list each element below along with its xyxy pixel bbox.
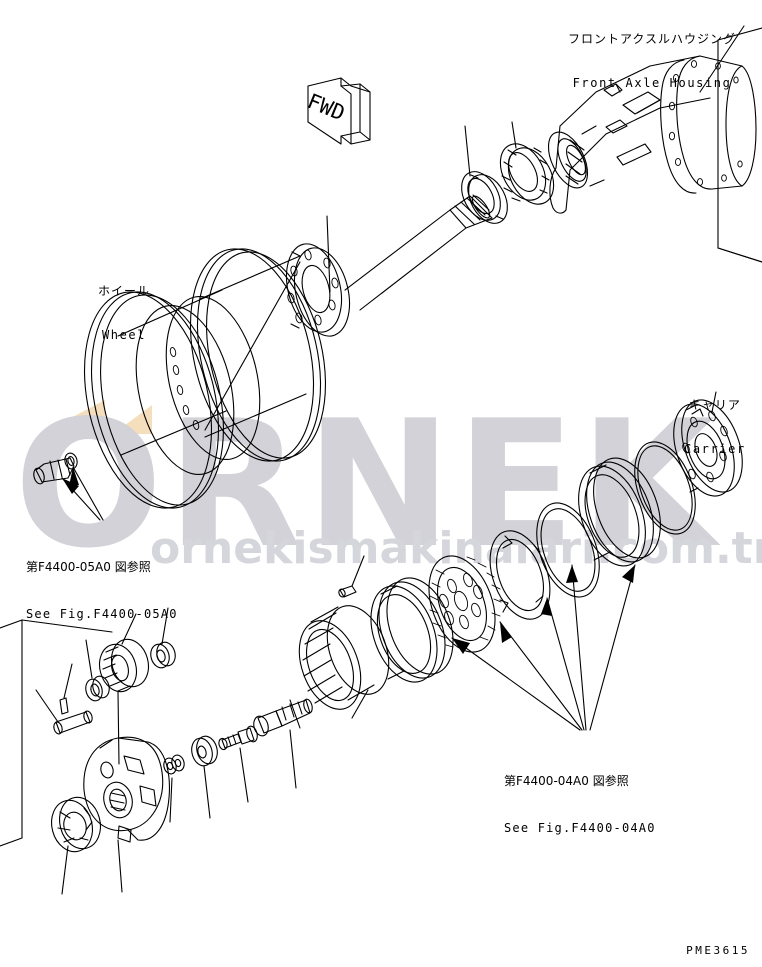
- hub-cover-part: [50, 796, 102, 853]
- leader-line-sun-gear: [121, 613, 137, 645]
- leader-arrows-ref-04a0: [451, 564, 636, 731]
- leader-line-bearing-cone: [464, 125, 471, 177]
- leader-line-small-pin: [63, 663, 73, 699]
- leader-line-flat-washer: [203, 765, 211, 819]
- reference-note-f4400-04a0-en: See Fig.F4400-04A0: [504, 820, 656, 835]
- carrier-part: [673, 399, 743, 497]
- page-code: PME3615: [686, 944, 750, 957]
- leader-arrows-ref-05a0: [61, 466, 104, 521]
- leader-line-axle-shaft: [326, 215, 331, 293]
- leader-line-dowel-pin: [351, 555, 365, 587]
- leader-line-planet-carrier: [117, 839, 123, 893]
- leader-line-housing: [699, 25, 745, 93]
- leader-line-hex-bolt: [239, 747, 249, 803]
- leader-line-hub-cover: [61, 845, 69, 895]
- leader-line-brake-plate: [351, 689, 369, 719]
- planet-carrier-body: [83, 736, 170, 843]
- label-wheel: ホイール Wheel: [98, 255, 150, 372]
- label-wheel-jp: ホイール: [98, 284, 151, 299]
- leader-line-bearing-cage: [511, 121, 517, 149]
- bushing-part: [85, 675, 110, 702]
- fwd-label: FWD: [304, 89, 349, 126]
- reference-note-f4400-05a0-en: See Fig.F4400-05A0: [26, 606, 178, 621]
- ring-gear-part: [298, 605, 390, 710]
- leader-line-bushing: [85, 639, 93, 679]
- dowel-pin-part: [338, 585, 357, 598]
- brake-plate-part: [370, 577, 454, 683]
- leader-line-washer-pair: [169, 777, 173, 823]
- label-front-axle-housing-en: Front Axle Housing: [572, 76, 732, 91]
- reference-note-f4400-04a0-jp: 第F4400-04A0 図参照: [504, 774, 629, 789]
- label-front-axle-housing: フロントアクスルハウジング Front Axle Housing: [568, 3, 736, 120]
- leader-line-ring-gear: [289, 699, 301, 729]
- coupling-shaft-part: [253, 698, 313, 737]
- label-front-axle-housing-jp: フロントアクスルハウジング: [568, 32, 737, 47]
- leader-line-carrier: [711, 391, 717, 413]
- label-carrier-en: Carrier: [684, 442, 746, 457]
- thrust-washer-part: [150, 641, 176, 669]
- wheel-rim-part: [83, 248, 327, 509]
- bearing-cage-part: [499, 143, 555, 205]
- label-carrier: キャリア Carrier: [684, 369, 746, 486]
- wheel-stud-part: [33, 457, 75, 485]
- leader-line-coupling-shaft: [289, 729, 297, 789]
- leader-line-sun-gear-2: [117, 691, 120, 765]
- front-axle-housing-part: [547, 55, 757, 214]
- flat-washer-part: [191, 735, 218, 767]
- wheel-center-axis: [204, 261, 301, 431]
- reference-note-f4400-05a0: 第F4400-05A0 図参照 See Fig.F4400-05A0: [26, 529, 178, 654]
- fwd-arrow-shape: [307, 77, 371, 145]
- leader-line-thrust-washer: [161, 607, 169, 645]
- o-ring-part: [634, 441, 696, 535]
- washer-pair-part: [163, 754, 185, 775]
- bearing-race-part: [578, 457, 661, 567]
- small-pin-part: [59, 697, 69, 715]
- reference-note-f4400-05a0-jp: 第F4400-05A0 図参照: [26, 560, 151, 575]
- leader-line-roller-pin: [35, 689, 59, 723]
- reference-note-f4400-04a0: 第F4400-04A0 図参照 See Fig.F4400-04A0: [504, 743, 656, 868]
- label-carrier-jp: キャリア: [688, 398, 741, 413]
- hex-bolt-part: [218, 725, 258, 751]
- label-wheel-en: Wheel: [101, 328, 147, 343]
- frame-border: [0, 27, 762, 847]
- roller-pin-part: [53, 710, 93, 735]
- friction-disc-part: [428, 555, 502, 653]
- axle-shaft-part: [285, 194, 493, 337]
